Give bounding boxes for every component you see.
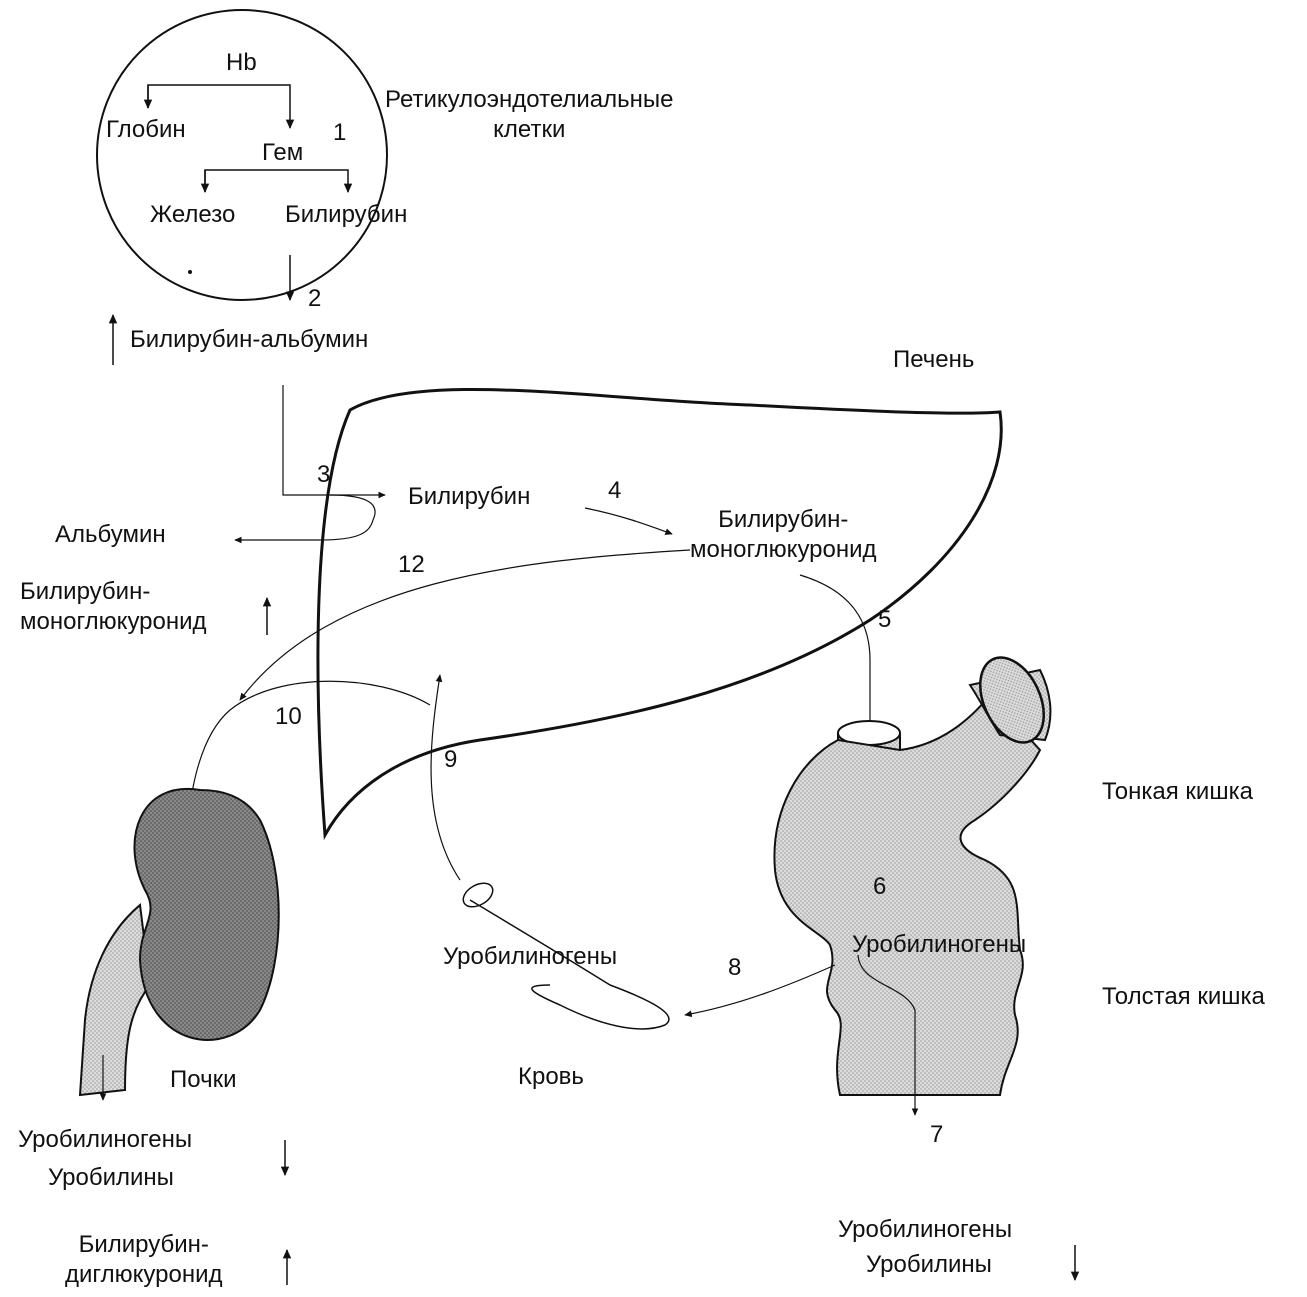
step-12: 12 — [398, 550, 425, 580]
label-kidney-urobilins: Уробилины — [48, 1163, 174, 1193]
label-urobilinogens-intestine: Уробилиногены — [852, 930, 1026, 960]
cell-dot — [188, 270, 192, 274]
heme-split-bracket — [205, 170, 348, 192]
label-small-intestine: Тонкая кишка — [1102, 777, 1253, 807]
step-3: 3 — [317, 460, 330, 490]
label-re-cells: Ретикулоэндотелиальные клетки — [385, 85, 673, 145]
label-bilirubin-monoglucuronide-liver: Билирубин- моноглюкуронид — [690, 505, 877, 565]
label-bilirubin-monoglucuronide-blood: Билирубин- моноглюкуронид — [20, 577, 207, 637]
intestine-body — [774, 695, 1040, 1095]
label-kidney-urobilinogens: Уробилиногены — [18, 1125, 192, 1155]
label-bilirubin-diglucuronide: Билирубин- диглюкуронид — [65, 1230, 223, 1290]
albumin-return-loop — [235, 495, 375, 540]
arrow-8 — [685, 965, 835, 1015]
arrow-4 — [585, 508, 672, 534]
blood-vessel-opening — [459, 878, 497, 911]
label-liver: Печень — [893, 345, 974, 375]
step-2: 2 — [308, 284, 321, 314]
label-bilirubin-liver: Билирубин — [408, 482, 530, 512]
label-iron: Железо — [150, 200, 235, 230]
step-7: 7 — [930, 1120, 943, 1150]
label-blood: Кровь — [518, 1062, 584, 1092]
label-feces-urobilins: Уробилины — [866, 1250, 992, 1280]
arrow-9 — [431, 675, 460, 880]
step-9: 9 — [444, 745, 457, 775]
step-4: 4 — [608, 476, 621, 506]
kidney — [134, 789, 278, 1040]
step-5: 5 — [878, 605, 891, 635]
ureter — [80, 905, 150, 1095]
label-hb: Hb — [226, 48, 257, 78]
label-large-intestine: Толстая кишка — [1102, 982, 1265, 1012]
arrow-12 — [240, 550, 690, 700]
label-albumin: Альбумин — [55, 520, 166, 550]
label-bilirubin-albumin: Билирубин-альбумин — [130, 325, 368, 355]
label-heme: Гем — [262, 138, 303, 168]
step-6: 6 — [873, 872, 886, 902]
label-feces-urobilinogens: Уробилиногены — [838, 1215, 1012, 1245]
label-bilirubin-cell: Билирубин — [285, 200, 407, 230]
step-8: 8 — [728, 953, 741, 983]
step-10: 10 — [275, 702, 302, 732]
label-kidneys: Почки — [170, 1065, 236, 1095]
label-globin: Глобин — [106, 115, 186, 145]
step-1: 1 — [333, 118, 346, 148]
label-urobilinogens-blood: Уробилиногены — [443, 942, 617, 972]
